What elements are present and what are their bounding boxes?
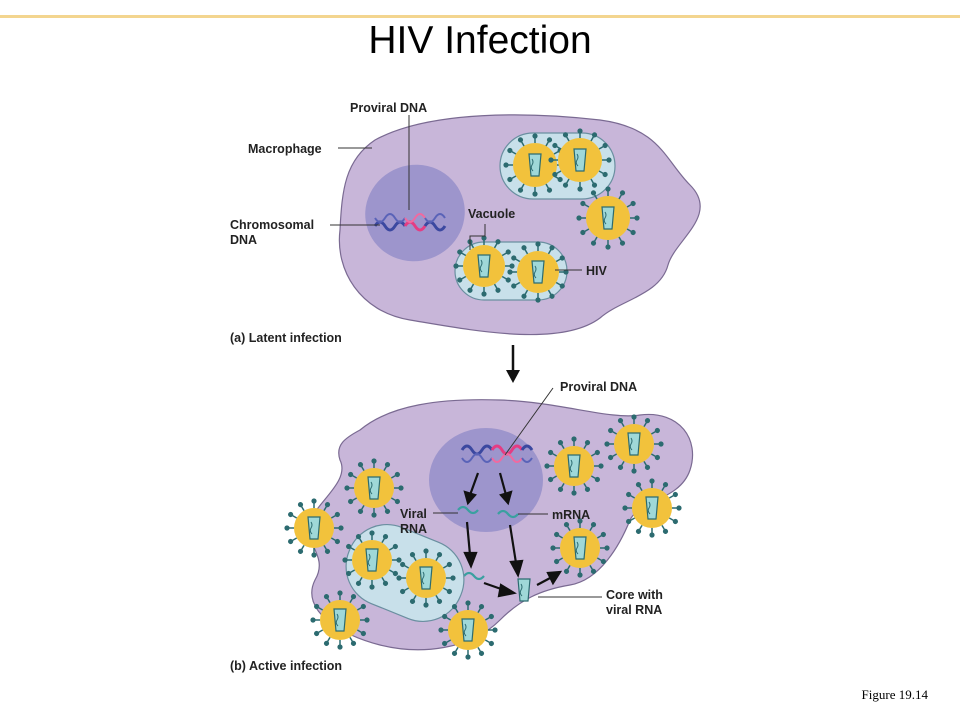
hiv-virion-b-8: [543, 435, 605, 497]
label-mrna: mRNA: [552, 508, 590, 522]
hiv-virion-b-11: [549, 517, 611, 579]
label-chromosomal-2: DNA: [230, 233, 257, 247]
hiv-virion-b-3: [341, 529, 403, 591]
hiv-virion-b-9: [603, 413, 665, 475]
nucleus-b: [429, 428, 543, 532]
caption-b-text: Active infection: [249, 659, 342, 673]
hiv-virion-b-2: [283, 497, 345, 559]
label-macrophage: Macrophage: [248, 142, 322, 156]
label-proviral-dna-a: Proviral DNA: [350, 101, 427, 115]
panel-a-latent: Proviral DNA Macrophage Chromosomal DNA …: [230, 101, 701, 345]
caption-a-text: Latent infection: [249, 331, 342, 345]
rna-squiggle-cytoplasm: [463, 571, 485, 581]
core-with-viral-rna: [517, 578, 531, 602]
proviral-dna-a: [373, 213, 447, 232]
hiv-virion-a-1: [502, 132, 568, 198]
label-core-2: viral RNA: [606, 603, 662, 617]
hiv-virion-b-10: [621, 477, 683, 539]
viral-rna-squiggle: [457, 505, 479, 515]
hiv-virion-b-7: [437, 599, 499, 661]
figure-reference: Figure 19.14: [861, 687, 928, 702]
label-core-1: Core with: [606, 588, 663, 602]
mrna-squiggle: [497, 509, 519, 519]
caption-a-letter: (a): [230, 331, 245, 345]
hiv-virion-b-1: [343, 457, 405, 519]
label-proviral-dna-b: Proviral DNA: [560, 380, 637, 394]
label-viral-rna-2: RNA: [400, 522, 427, 536]
label-chromosomal-1: Chromosomal: [230, 218, 314, 232]
hiv-virion-b-4: [395, 547, 457, 609]
label-vacuole: Vacuole: [468, 207, 515, 221]
hiv-virion-a-3: [575, 185, 641, 251]
caption-b-letter: (b): [230, 659, 246, 673]
transition-arrow: [506, 345, 520, 383]
caption-a: (a) Latent infection: [230, 331, 342, 345]
hiv-virion-b-6: [309, 589, 371, 651]
caption-b: (b) Active infection: [230, 659, 342, 673]
top-rule: [0, 15, 960, 18]
hiv-virion-a-2: [547, 127, 613, 193]
arrows-b: [463, 472, 563, 598]
panel-b-active: Proviral DNA Viral RNA mRNA Core with vi…: [230, 380, 694, 673]
hiv-virion-a-5: [506, 240, 570, 304]
hiv-virion-a-4: [452, 234, 516, 298]
leader-proviral-b: [504, 387, 554, 456]
proviral-dna-b: [460, 444, 534, 463]
nucleus-a: [365, 164, 465, 262]
label-viral-rna-1: Viral: [400, 507, 427, 521]
label-hiv: HIV: [586, 264, 608, 278]
slide-title: HIV Infection: [368, 19, 592, 62]
leader-vacuole: [469, 224, 486, 250]
